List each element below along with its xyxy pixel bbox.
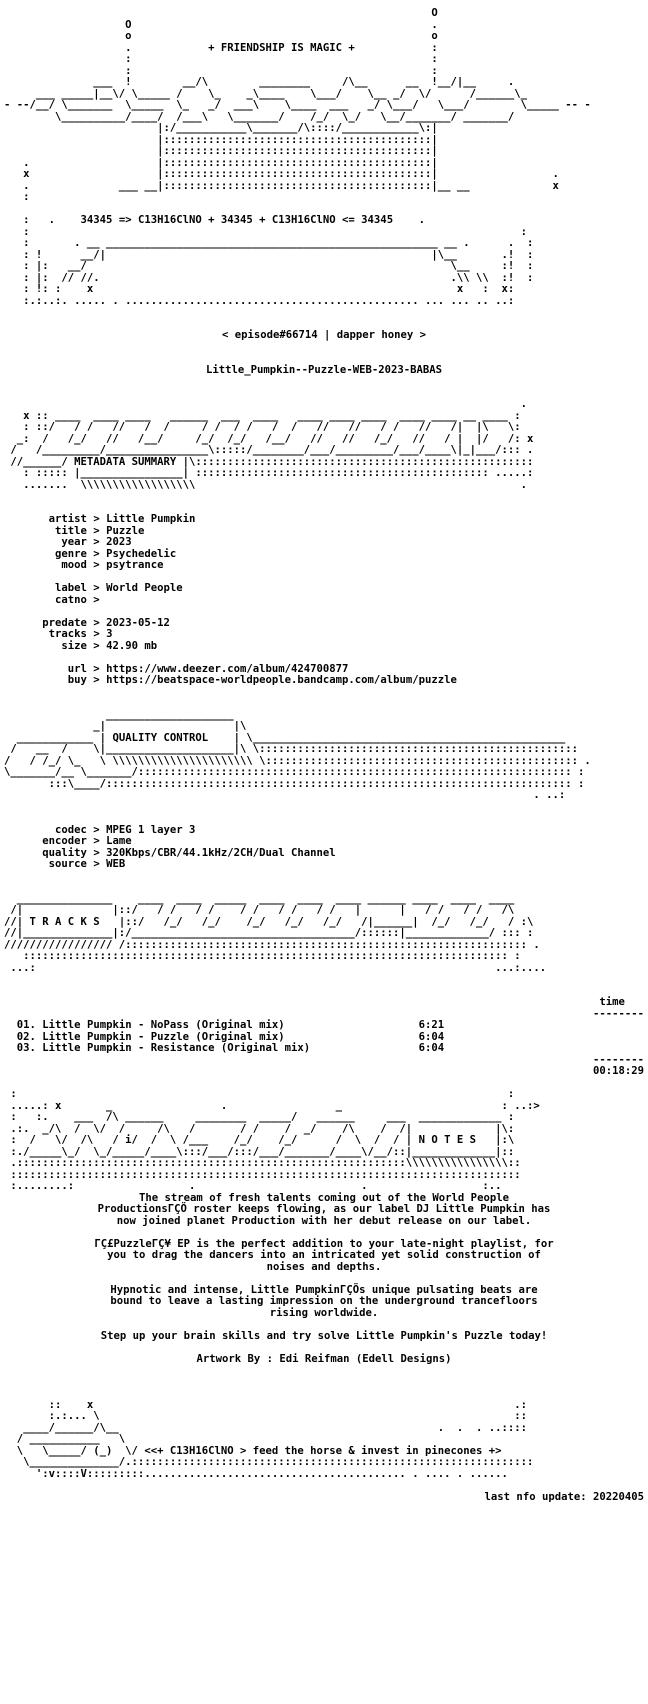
qc-row-encoder: encoder > Lame	[42, 835, 132, 847]
slogan: + FRIENDSHIP IS MAGIC +	[208, 41, 355, 54]
meta-value-year: 2023	[106, 536, 132, 548]
track-title: Little Pumpkin - Resistance (Original mi…	[42, 1042, 311, 1054]
meta-key-year: year	[61, 536, 87, 548]
release-name: Little_Pumpkin--Puzzle-WEB-2023-BABAS	[206, 363, 442, 376]
qc-row-source: source > WEB	[48, 858, 126, 870]
track-title: Little Pumpkin - Puzzle (Original mix)	[42, 1030, 285, 1043]
time-header: time	[599, 996, 625, 1008]
notes-body: The stream of fresh talents coming out o…	[4, 1191, 644, 1366]
meta-value-tracks: 3	[106, 628, 113, 640]
meta-key-buy: buy	[67, 674, 87, 686]
qc-value-codec: MPEG 1 layer 3	[106, 823, 196, 836]
episode-line: < episode#66714 | dapper honey >	[221, 329, 427, 341]
nfo-document: O O . o o . + FRIENDSHIP IS MAGIC +	[4, 8, 644, 1503]
notes-paragraph: Hypnotic and intense, Little PumpkinΓÇÖs…	[110, 1283, 538, 1319]
tracks-banner-art: _______________ ____ ____ _____ ____ ___…	[4, 892, 547, 974]
meta-key-artist: artist	[48, 513, 87, 525]
notes-heading: N O T E S	[418, 1134, 476, 1146]
track-row: 02. Little Pumpkin - Puzzle (Original mi…	[4, 1030, 644, 1044]
track-title: Little Pumpkin - NoPass (Original mix)	[42, 1019, 285, 1031]
track-number: 01.	[16, 1019, 36, 1031]
qc-key-encoder: encoder	[42, 835, 87, 847]
track-time: 6:04	[418, 1042, 445, 1054]
meta-row-tracks: tracks > 3	[48, 628, 113, 640]
quality-banner-art: ____________________ _| |\ ____________ …	[4, 708, 591, 801]
track-number: 03.	[16, 1042, 36, 1054]
meta-row-predate: predate > 2023-05-12	[42, 616, 170, 629]
meta-row-label: label > World People	[55, 582, 183, 594]
track-time: 6:21	[418, 1019, 445, 1031]
meta-key-genre: genre	[55, 547, 87, 560]
notes-paragraph: ΓÇ£PuzzleΓÇ¥ EP is the perfect addition …	[94, 1237, 554, 1273]
qc-row-codec: codec > MPEG 1 layer 3	[55, 823, 196, 836]
qc-key-source: source	[48, 858, 87, 870]
meta-row-year: year > 2023	[61, 536, 132, 548]
meta-key-predate: predate	[42, 616, 87, 629]
meta-value-url: https://www.deezer.com/album/424700877	[106, 662, 349, 675]
meta-key-catno: catno	[55, 593, 87, 606]
artwork-credit: Artwork By : Edi Reifman (Edell Designs)	[196, 1352, 452, 1365]
meta-row-genre: genre > Psychedelic	[55, 547, 177, 560]
notes-banner-art: : : .....: x _ . _ : ..:> : :. ___ /\ __…	[10, 1088, 540, 1192]
tracklist: time -------- 01. Little Pumpkin - NoPas…	[4, 996, 644, 1078]
meta-row-url: url > https://www.deezer.com/album/42470…	[67, 662, 349, 675]
time-rule: --------	[592, 1007, 644, 1020]
quality-heading: QUALITY CONTROL	[112, 731, 209, 744]
qc-row-quality: quality > 320Kbps/CBR/44.1kHz/2CH/Dual C…	[42, 846, 336, 859]
meta-value-artist: Little Pumpkin	[106, 513, 196, 525]
notes-paragraph: Step up your brain skills and try solve …	[100, 1329, 548, 1342]
qc-value-source: WEB	[106, 858, 126, 870]
meta-value-buy: https://beatspace-worldpeople.bandcamp.c…	[106, 674, 457, 686]
meta-value-title: Puzzle	[106, 524, 145, 537]
meta-key-size: size	[61, 639, 87, 652]
qc-value-encoder: Lame	[106, 835, 132, 847]
formula: 34345 => C13H16ClNO + 34345 + C13H16ClNO…	[80, 214, 394, 226]
footer-tagline: <<+ C13H16ClNO > feed the horse & invest…	[144, 1444, 502, 1457]
track-time: 6:04	[418, 1030, 445, 1043]
meta-row-artist: artist > Little Pumpkin	[48, 513, 196, 525]
track-row: 01. Little Pumpkin - NoPass (Original mi…	[4, 1019, 644, 1032]
meta-value-label: World People	[106, 582, 183, 594]
qc-value-quality: 320Kbps/CBR/44.1kHz/2CH/Dual Channel	[106, 846, 336, 859]
meta-row-buy: buy > https://beatspace-worldpeople.band…	[67, 674, 457, 686]
meta-key-label: label	[55, 582, 87, 594]
formula-line: : . 34345 => C13H16ClNO + 34345 + C13H16…	[23, 214, 534, 307]
qc-key-codec: codec	[55, 823, 87, 836]
metadata-fields: artist > Little Pumpkin title > Puzzle y…	[4, 513, 644, 687]
track-number: 02.	[16, 1030, 36, 1043]
quality-fields: codec > MPEG 1 layer 3 encoder > Lame qu…	[4, 823, 644, 871]
footer-art: :: x .: :.:... \ :: ____/______/\__	[16, 1398, 534, 1480]
meta-key-title: title	[55, 524, 87, 537]
metadata-heading: METADATA SUMMARY	[74, 455, 177, 468]
metadata-banner-art: . x :: ____ ____ ____ ______ ___ ____ __…	[10, 398, 534, 491]
meta-row-catno: catno >	[55, 593, 107, 606]
header-ascii-art-top: O O . o o . + FRIENDSHIP IS MAGIC +	[4, 8, 591, 203]
meta-key-tracks: tracks	[48, 628, 87, 640]
meta-value-mood: psytrance	[106, 559, 164, 571]
meta-row-title: title > Puzzle	[55, 524, 145, 537]
track-row: 03. Little Pumpkin - Resistance (Origina…	[4, 1042, 644, 1055]
meta-key-mood: mood	[61, 559, 87, 571]
time-rule: --------	[592, 1053, 644, 1066]
tracks-heading: T R A C K S	[29, 915, 100, 928]
notes-paragraph: The stream of fresh talents coming out o…	[97, 1191, 551, 1227]
meta-row-size: size > 42.90 mb	[61, 639, 158, 652]
meta-value-size: 42.90 mb	[106, 639, 158, 652]
meta-value-genre: Psychedelic	[106, 547, 177, 560]
qc-key-quality: quality	[42, 846, 87, 859]
total-time: 00:18:29	[592, 1065, 644, 1077]
meta-value-predate: 2023-05-12	[106, 616, 170, 629]
last-update: last nfo update: 20220405	[484, 1490, 644, 1503]
meta-row-mood: mood > psytrance	[61, 559, 164, 571]
meta-key-url: url	[67, 662, 87, 675]
